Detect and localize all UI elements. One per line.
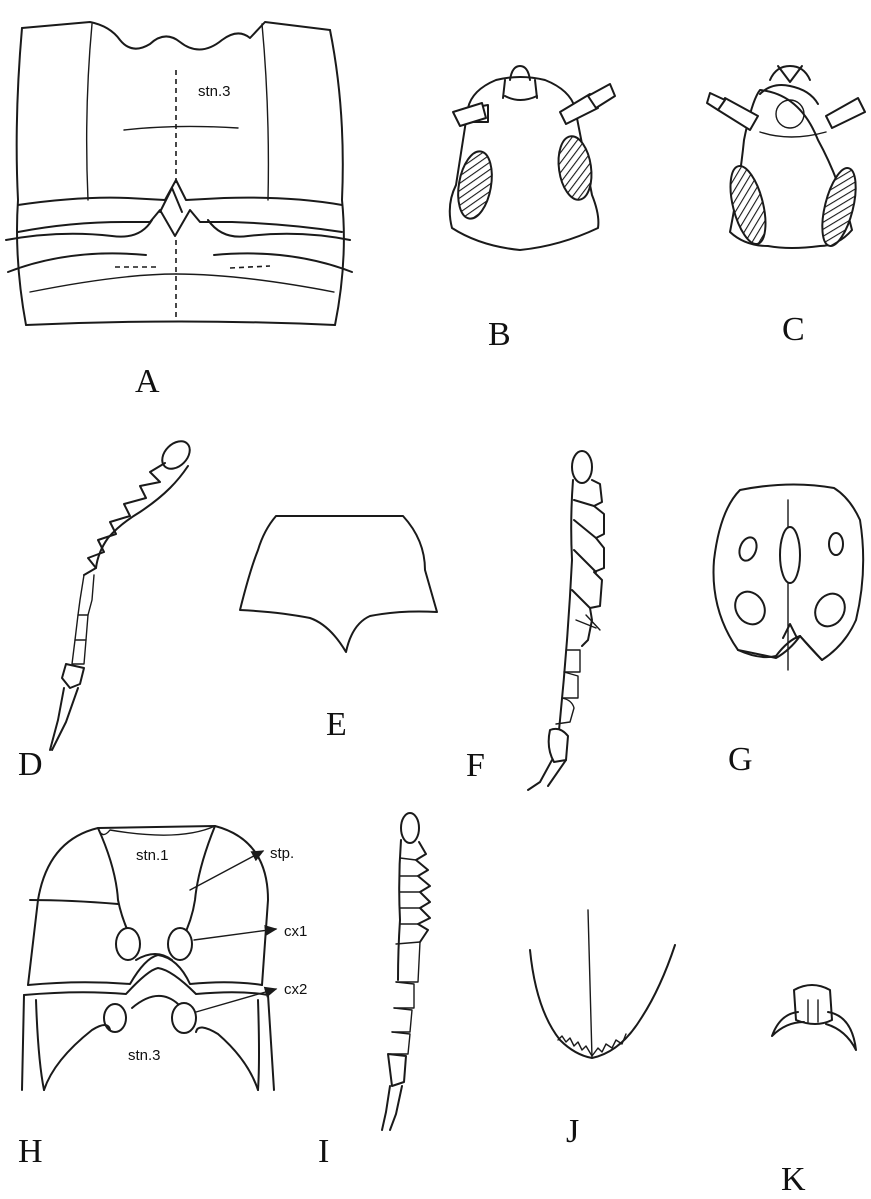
panel-i-antenna-drawing: [382, 813, 430, 1130]
panel-d-letter: D: [18, 746, 43, 783]
panel-d-antenna-drawing: [50, 436, 195, 750]
panel-a-letter: A: [135, 363, 160, 400]
panel-a-stn3-label: stn.3: [198, 83, 231, 100]
panel-i-letter: I: [318, 1133, 329, 1170]
panel-g-letter: G: [728, 741, 753, 778]
panel-h-cx1-label: cx1: [284, 923, 307, 940]
panel-b-letter: B: [488, 316, 511, 353]
panel-h-cx2-label: cx2: [284, 981, 307, 998]
panel-j-elytron-apex-drawing: [530, 910, 675, 1058]
panel-e-pronotum-drawing: [240, 516, 437, 652]
panel-h-ventral-thorax-drawing: stn.1 stn.3 stp. cx1 cx2: [22, 826, 307, 1090]
panel-k-claw-drawing: [772, 985, 856, 1050]
panel-f-letter: F: [466, 747, 485, 784]
panel-h-letter: H: [18, 1133, 43, 1170]
panel-h-stp-label: stp.: [270, 845, 294, 862]
panel-h-stn1-label: stn.1: [136, 847, 169, 864]
panel-a-sternum-drawing: stn.3: [6, 22, 352, 325]
panel-j-letter: J: [566, 1113, 579, 1150]
panel-h-stn3-label: stn.3: [128, 1047, 161, 1064]
panel-g-plate-drawing: [714, 484, 864, 670]
panel-e-letter: E: [326, 706, 347, 743]
panel-c-head-drawing: [707, 66, 865, 249]
panel-f-antenna-drawing: [528, 451, 604, 790]
panel-k-letter: K: [781, 1161, 806, 1198]
panel-b-head-drawing: [450, 66, 615, 250]
panel-c-letter: C: [782, 311, 805, 348]
